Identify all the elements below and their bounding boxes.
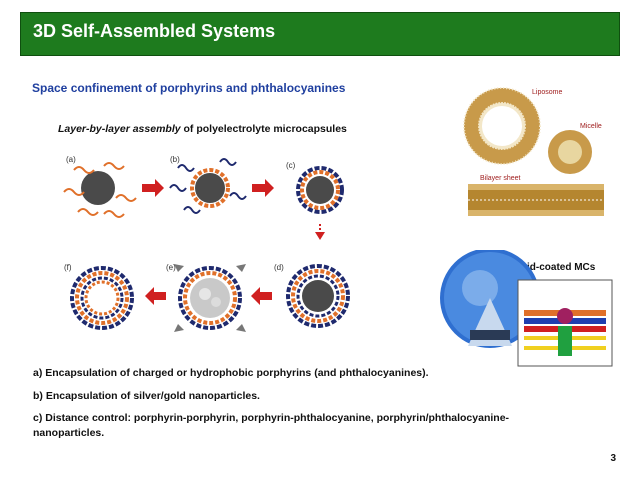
panel-label-b: (b)	[170, 155, 180, 164]
lbl-caption-italic: Layer-by-layer assembly	[58, 123, 181, 135]
panel-label-f: (f)	[64, 263, 72, 272]
liposome-label: Liposome	[532, 89, 562, 96]
membrane-zoom	[517, 279, 613, 367]
title-banner: 3D Self-Assembled Systems	[20, 12, 620, 56]
panel-label-c: (c)	[286, 161, 296, 170]
panel-d-particle	[286, 264, 350, 328]
lbl-diagram: (a) (b) (c) (f) (e) (d)	[63, 155, 350, 332]
lbl-caption: Layer-by-layer assembly of polyelectroly…	[58, 123, 347, 135]
arrow-c-to-d	[315, 224, 325, 240]
lipid-coated-mc-figure	[440, 250, 613, 367]
panel-f-particle	[70, 266, 134, 330]
panel-e-particle	[174, 264, 246, 332]
bullet-c-cont: nanoparticles.	[33, 427, 105, 439]
arrow-e-to-f	[145, 287, 166, 305]
arrow-d-to-e	[251, 287, 272, 305]
lipid-structures-figure: Liposome Micelle Bilayer sheet	[462, 84, 610, 224]
panel-b-particle	[169, 158, 247, 214]
title-bar: 3D Self-Assembled Systems	[0, 0, 638, 62]
liposome-drawing	[463, 87, 541, 165]
capsule-sphere	[440, 250, 540, 348]
micelle-label: Micelle	[580, 123, 602, 130]
panel-a-particle	[63, 162, 137, 218]
bullet-c: c) Distance control: porphyrin-porphyrin…	[33, 412, 510, 424]
panel-label-d: (d)	[274, 263, 284, 272]
bilayer-drawing	[468, 184, 604, 216]
micelle-drawing	[548, 130, 592, 174]
bullet-b: b) Encapsulation of silver/gold nanopart…	[33, 390, 260, 402]
panel-label-e: (e)	[166, 263, 176, 272]
lipid-coated-label: Lipid-coated MCs	[512, 262, 596, 273]
arrow-a-to-b	[142, 179, 164, 197]
panel-c-particle	[296, 166, 344, 214]
panel-label-a: (a)	[66, 155, 76, 164]
page-number: 3	[610, 453, 616, 464]
lbl-caption-rest: of polyelectrolyte microcapsules	[180, 123, 347, 135]
arrow-b-to-c	[252, 179, 274, 197]
bullet-a: a) Encapsulation of charged or hydrophob…	[33, 367, 429, 379]
bilayer-label: Bilayer sheet	[480, 175, 521, 182]
slide-title: 3D Self-Assembled Systems	[33, 21, 276, 41]
slide-subtitle: Space confinement of porphyrins and phth…	[32, 81, 346, 95]
